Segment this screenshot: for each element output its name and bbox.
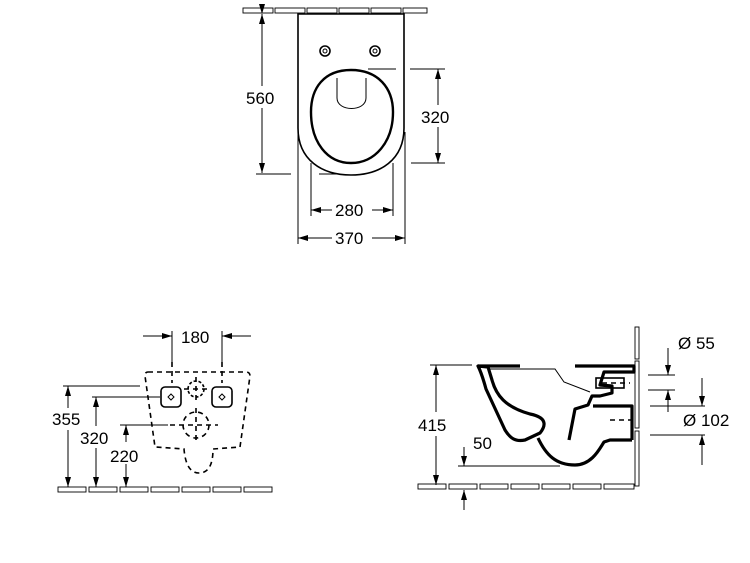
top-view: 560 320 280 370 — [242, 4, 449, 248]
dim-offset: 50 — [473, 434, 492, 453]
flush-outlet — [336, 78, 367, 109]
dim-seat-depth: 320 — [421, 108, 449, 127]
bowl-profile — [476, 364, 546, 443]
dim-fixing-spacing: 180 — [181, 328, 209, 347]
frame-outline-dashed — [144, 371, 251, 474]
dim-height-side: 415 — [418, 416, 446, 435]
dim-width: 370 — [335, 229, 363, 248]
fixing-plate-right — [211, 386, 233, 408]
wall-top — [242, 7, 428, 14]
seat-ring — [309, 68, 395, 165]
fixing-hole-right — [369, 45, 381, 57]
dim-h-320: 320 — [80, 429, 108, 448]
wall-side — [634, 326, 640, 487]
dim-outlet-diameter: Ø 102 — [683, 411, 729, 430]
outlet-circle — [182, 411, 210, 439]
fixing-plate-left — [160, 386, 182, 408]
dim-h-355: 355 — [52, 410, 80, 429]
floor-side — [417, 483, 635, 490]
dim-h-220: 220 — [110, 447, 138, 466]
dim-inlet-diameter: Ø 55 — [678, 334, 715, 353]
floor-front — [57, 486, 273, 493]
dim-seat-width: 280 — [335, 201, 363, 220]
fixing-hole-left — [319, 45, 331, 57]
front-view: 180 355 320 220 — [52, 328, 273, 493]
bowl-outline — [297, 13, 405, 176]
side-view: 415 50 Ø 55 Ø 102 — [417, 326, 729, 510]
dim-height-top: 560 — [246, 89, 274, 108]
